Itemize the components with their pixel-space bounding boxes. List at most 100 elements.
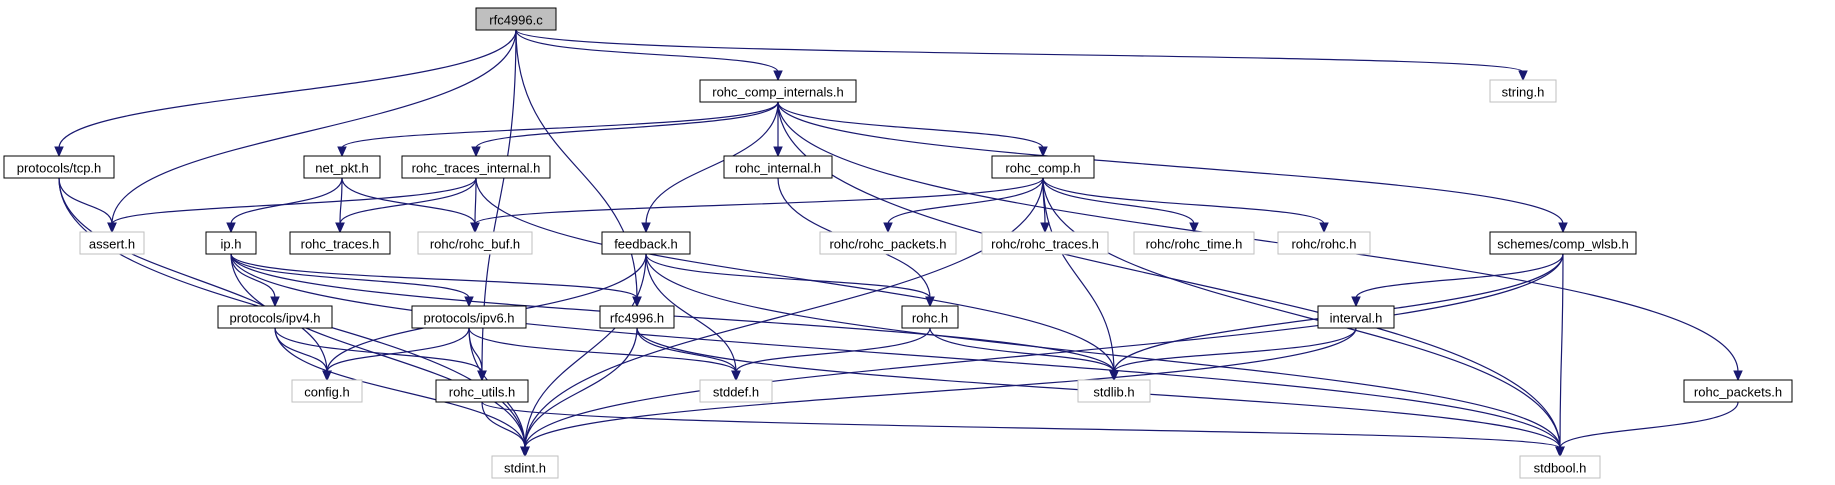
node-box <box>475 7 557 31</box>
node-label: schemes/comp_wlsb.h <box>1497 237 1629 252</box>
node-label: stdlib.h <box>1093 385 1134 400</box>
edge-schemes_comp_wlsb_h-to-stdbool_h <box>1555 253 1565 458</box>
edge-protocols_ipv6_h-to-config_h <box>322 327 470 382</box>
edge-protocols_tcp_h-to-assert_h <box>58 177 117 234</box>
node-assert-h[interactable]: assert.h <box>79 231 145 255</box>
node-label: rfc4996.h <box>610 311 664 326</box>
node-box <box>217 305 333 329</box>
node-box <box>417 231 533 255</box>
edge-rohc_traces_internal_h-to-assert_h <box>107 177 477 234</box>
node-label: rohc_traces_internal.h <box>412 161 541 176</box>
node-label: rohc_traces.h <box>301 237 380 252</box>
node-box <box>1077 379 1151 403</box>
node-box <box>1519 455 1601 479</box>
node-box <box>205 231 257 255</box>
edge-rfc4996_c-to-assert_h <box>107 29 517 234</box>
node-label: stddef.h <box>713 385 759 400</box>
node-rohc-packets-h[interactable]: rohc_packets.h <box>1683 379 1793 403</box>
node-stdint-h[interactable]: stdint.h <box>491 455 559 479</box>
edge-rohc_comp_h-to-stdint_h <box>520 177 1044 458</box>
node-box <box>1277 231 1371 255</box>
node-box <box>901 305 959 329</box>
node-box <box>991 155 1095 179</box>
node-rfc4996-h[interactable]: rfc4996.h <box>599 305 675 329</box>
node-label: assert.h <box>89 237 135 252</box>
edge-feedback_h-to-rohc_h <box>645 253 935 308</box>
node-config-h[interactable]: config.h <box>291 379 363 403</box>
edge-rohc_comp_internals_h-to-rohc_comp_h <box>777 101 1048 158</box>
node-schemes-comp-wlsb-h[interactable]: schemes/comp_wlsb.h <box>1489 231 1637 255</box>
node-label: net_pkt.h <box>315 161 369 176</box>
node-label: config.h <box>304 385 350 400</box>
node-rohc-rohc-buf-h[interactable]: rohc/rohc_buf.h <box>417 231 533 255</box>
node-stdbool-h[interactable]: stdbool.h <box>1519 455 1601 479</box>
node-label: rohc/rohc_buf.h <box>430 237 520 252</box>
node-rohc-rohc-time-h[interactable]: rohc/rohc_time.h <box>1133 231 1255 255</box>
edge-protocols_ipv4_h-to-rohc_utils_h <box>274 327 487 382</box>
node-label: rohc_utils.h <box>449 385 515 400</box>
node-rohc-comp-internals-h[interactable]: rohc_comp_internals.h <box>699 79 857 103</box>
node-box <box>699 379 773 403</box>
node-box <box>401 155 551 179</box>
node-ip-h[interactable]: ip.h <box>205 231 257 255</box>
node-box <box>1317 305 1395 329</box>
nodes-layer: rfc4996.c string.h rohc_comp_internals.hpr… <box>3 7 1793 479</box>
node-box <box>1683 379 1793 403</box>
node-rohc-rohc-packets-h[interactable]: rohc/rohc_packets.h <box>819 231 957 255</box>
edge-rohc_comp_h-to-rohc_rohc_time_h <box>1042 177 1199 234</box>
node-label: feedback.h <box>614 237 678 252</box>
node-rohc-internal-h[interactable]: rohc_internal.h <box>723 155 833 179</box>
node-label: rohc_packets.h <box>1694 385 1782 400</box>
node-rohc-rohc-h[interactable]: rohc/rohc.h <box>1277 231 1371 255</box>
node-box <box>435 379 529 403</box>
node-rfc4996-c[interactable]: rfc4996.c <box>475 7 557 31</box>
node-rohc-utils-h[interactable]: rohc_utils.h <box>435 379 529 403</box>
node-rohc-traces-internal-h[interactable]: rohc_traces_internal.h <box>401 155 551 179</box>
node-box <box>599 305 675 329</box>
node-box <box>491 455 559 479</box>
edge-interval_h-to-stdlib_h <box>1109 327 1357 382</box>
edge-rohc_comp_h-to-rohc_rohc_h <box>1042 177 1329 234</box>
edge-rohc_comp_internals_h-to-net_pkt_h <box>337 101 779 158</box>
node-protocols-tcp-h[interactable]: protocols/tcp.h <box>3 155 115 179</box>
node-stddef-h[interactable]: stddef.h <box>699 379 773 403</box>
node-interval-h[interactable]: interval.h <box>1317 305 1395 329</box>
node-box <box>3 155 115 179</box>
edge-rohc_traces_internal_h-to-rohc_traces_h <box>335 177 477 234</box>
node-label: stdbool.h <box>1534 461 1587 476</box>
edge-rfc4996_c-to-rohc_comp_internals_h <box>515 29 783 82</box>
edge-rfc4996_c-to-string_h <box>515 29 1528 82</box>
node-box <box>1489 231 1637 255</box>
edge-rohc_utils_h-to-stdbool_h <box>481 401 1565 458</box>
node-box <box>291 379 363 403</box>
node-rohc-rohc-traces-h[interactable]: rohc/rohc_traces.h <box>981 231 1109 255</box>
node-label: rohc_comp.h <box>1005 161 1080 176</box>
node-label: rohc/rohc.h <box>1291 237 1356 252</box>
node-box <box>1489 79 1557 103</box>
node-box <box>1133 231 1255 255</box>
node-box <box>303 155 381 179</box>
node-stdlib-h[interactable]: stdlib.h <box>1077 379 1151 403</box>
node-label: protocols/tcp.h <box>17 161 102 176</box>
node-rohc-traces-h[interactable]: rohc_traces.h <box>289 231 391 255</box>
node-box <box>723 155 833 179</box>
node-string-h[interactable]: string.h <box>1489 79 1557 103</box>
node-label: rfc4996.c <box>489 13 543 28</box>
node-rohc-comp-h[interactable]: rohc_comp.h <box>991 155 1095 179</box>
node-protocols-ipv6-h[interactable]: protocols/ipv6.h <box>411 305 527 329</box>
node-label: interval.h <box>1330 311 1383 326</box>
node-feedback-h[interactable]: feedback.h <box>601 231 691 255</box>
node-label: protocols/ipv4.h <box>229 311 320 326</box>
node-box <box>601 231 691 255</box>
node-box <box>79 231 145 255</box>
node-label: ip.h <box>221 237 242 252</box>
node-box <box>699 79 857 103</box>
node-net-pkt-h[interactable]: net_pkt.h <box>303 155 381 179</box>
node-protocols-ipv4-h[interactable]: protocols/ipv4.h <box>217 305 333 329</box>
node-rohc-h[interactable]: rohc.h <box>901 305 959 329</box>
edge-rohc_comp_h-to-rohc_rohc_buf_h <box>470 177 1044 234</box>
edge-rfc4996_c-to-protocols_tcp_h <box>54 29 517 158</box>
node-label: rohc/rohc_time.h <box>1146 237 1243 252</box>
node-label: rohc_comp_internals.h <box>712 85 844 100</box>
